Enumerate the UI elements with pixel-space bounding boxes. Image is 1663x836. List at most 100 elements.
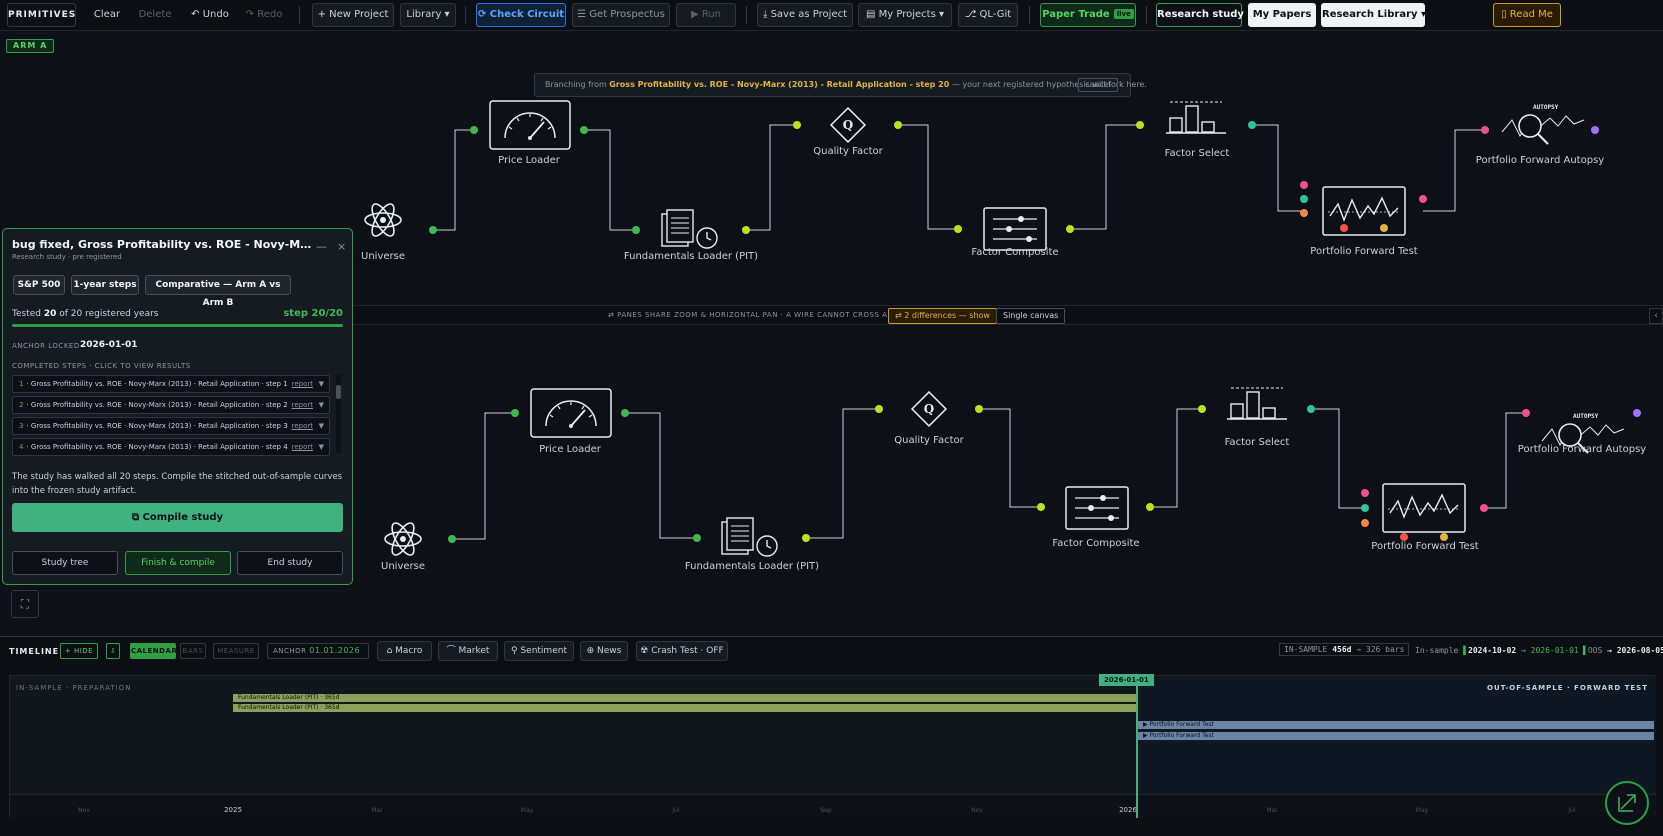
circuit-wires <box>433 124 1526 540</box>
factor-select-icon[interactable] <box>1166 100 1226 136</box>
caret-down-icon[interactable]: ▼ <box>318 443 324 451</box>
report-link[interactable]: report <box>291 380 313 388</box>
out-of-sample-bar[interactable]: ▶ Portfolio Forward Test <box>1138 732 1654 740</box>
my-projects-dropdown[interactable]: ▤ My Projects ▾ <box>858 3 952 27</box>
pane-divider: ⇄ PANES SHARE ZOOM & HORIZONTAL PAN · A … <box>340 305 1663 325</box>
fit-view-icon[interactable] <box>1605 781 1649 825</box>
axis-month: May <box>520 807 534 814</box>
portfolio-forward-test-icon[interactable] <box>1322 186 1406 236</box>
price-loader-icon[interactable] <box>530 388 612 438</box>
clear-button[interactable]: Clear <box>93 9 121 20</box>
axis-month: Sep <box>820 807 832 814</box>
end-study-button[interactable]: End study <box>237 551 343 575</box>
completed-step-row[interactable]: 1· Gross Profitability vs. ROE · Novy-Ma… <box>12 375 330 393</box>
in-sample-bar[interactable]: Fundamentals Loader (PIT) · 365d <box>233 694 1136 702</box>
price-loader-icon[interactable] <box>489 100 571 150</box>
hide-timeline-button[interactable]: + HIDE <box>60 643 98 659</box>
axis-year-2026: 2026 <box>1119 806 1137 814</box>
chevron-left-icon[interactable]: ‹ <box>1649 308 1663 324</box>
ql-git-button[interactable]: ⎇ QL-Git <box>958 3 1018 27</box>
sentiment-button[interactable]: ⚲ Sentiment <box>504 641 574 661</box>
portfolio-forward-test-label: Portfolio Forward Test <box>1371 541 1479 552</box>
study-subtitle: Research study · pre registered <box>12 253 122 261</box>
caret-down-icon[interactable]: ▼ <box>318 401 324 409</box>
delete-button[interactable]: Delete <box>138 9 172 20</box>
pin-icon[interactable]: ⇩ <box>106 643 120 659</box>
factor-select-label: Factor Select <box>1164 148 1230 159</box>
price-loader-label: Price Loader <box>539 444 601 455</box>
measure-mode-tab[interactable]: MEASURE <box>213 643 259 659</box>
fundamentals-loader-icon[interactable] <box>720 516 780 560</box>
my-papers-button[interactable]: My Papers <box>1248 3 1316 27</box>
news-button[interactable]: ⊕ News <box>580 641 628 661</box>
get-prospectus-button[interactable]: ☰ Get Prospectus <box>572 3 670 27</box>
anchor-line[interactable] <box>1136 676 1138 818</box>
universe-label: Universe <box>381 561 425 572</box>
new-project-button[interactable]: + New Project <box>312 3 394 27</box>
research-study-button[interactable]: Research study <box>1156 3 1244 27</box>
primitives-button[interactable]: PRIMITIVES <box>7 3 76 27</box>
market-button[interactable]: ⌒ Market <box>438 641 498 661</box>
portfolio-forward-autopsy-icon[interactable] <box>1540 419 1630 459</box>
factor-select-icon[interactable] <box>1227 386 1287 422</box>
report-link[interactable]: report <box>291 443 313 451</box>
anchor-date-field[interactable]: ANCHOR 01.01.2026 <box>267 643 369 659</box>
caret-down-icon[interactable]: ▼ <box>318 422 324 430</box>
single-canvas-button[interactable]: Single canvas <box>996 308 1066 324</box>
quality-factor-icon[interactable]: Q <box>828 105 868 145</box>
in-sample-bar[interactable]: Fundamentals Loader (PIT) · 365d <box>233 704 1136 712</box>
expand-icon[interactable]: ⛶ <box>11 590 39 618</box>
close-icon[interactable]: × <box>337 240 347 253</box>
in-sample-range: In-sample ▌2024-10-02 → 2026-01-01 <box>1415 646 1579 655</box>
universe-icon[interactable] <box>363 200 403 240</box>
redo-button[interactable]: ↷ Redo <box>245 9 283 20</box>
fundamentals-loader-icon[interactable] <box>660 208 720 252</box>
quality-factor-label: Quality Factor <box>894 435 964 446</box>
research-library-dropdown[interactable]: Research Library ▾ <box>1321 3 1426 27</box>
minimize-icon[interactable]: — <box>316 240 327 253</box>
crash-test-toggle[interactable]: ☢ Crash Test · OFF <box>636 641 728 661</box>
factor-composite-icon[interactable] <box>1065 486 1129 530</box>
bars-mode-tab[interactable]: BARS <box>180 643 206 659</box>
study-tree-button[interactable]: Study tree <box>12 551 118 575</box>
completed-step-row[interactable]: 2· Gross Profitability vs. ROE · Novy-Ma… <box>12 396 330 414</box>
anchor-flag[interactable]: 2026-01-01 <box>1099 674 1154 686</box>
timeline-track[interactable]: IN-SAMPLE · PREPARATION OUT-OF-SAMPLE · … <box>9 675 1656 818</box>
finish-compile-button[interactable]: Finish & compile <box>125 551 231 575</box>
axis-month: Jul <box>672 807 680 814</box>
run-button[interactable]: ▶ Run <box>676 3 736 27</box>
universe-icon[interactable] <box>383 519 423 559</box>
factor-composite-icon[interactable] <box>983 207 1047 251</box>
report-link[interactable]: report <box>291 422 313 430</box>
portfolio-forward-autopsy-icon[interactable] <box>1500 110 1590 150</box>
completed-steps-label: COMPLETED STEPS · CLICK TO VIEW RESULTS <box>12 362 191 370</box>
steps-scrollbar[interactable] <box>336 375 341 453</box>
arm-a-tag: ARM A <box>6 39 55 53</box>
axis-month: Mar <box>371 807 383 814</box>
axis-month: Nov <box>78 807 90 814</box>
quality-glyph: Q <box>843 118 853 132</box>
portfolio-forward-autopsy-label: Portfolio Forward Autopsy <box>1517 444 1647 455</box>
completed-step-row[interactable]: 4· Gross Profitability vs. ROE · Novy-Ma… <box>12 438 330 456</box>
cancel-branch-button[interactable]: cancel <box>1078 78 1118 92</box>
caret-down-icon[interactable]: ▼ <box>318 380 324 388</box>
step-counter: step 20/20 <box>283 308 343 319</box>
quality-factor-icon[interactable]: Q <box>909 389 949 429</box>
axis-month: Mar <box>1266 807 1278 814</box>
read-me-button[interactable]: ▯ Read Me <box>1493 3 1561 27</box>
calendar-mode-tab[interactable]: CALENDAR <box>130 643 177 659</box>
portfolio-forward-test-icon[interactable] <box>1382 483 1466 533</box>
axis-month: May <box>1415 807 1429 814</box>
factor-select-label: Factor Select <box>1224 437 1290 448</box>
save-as-project-button[interactable]: ⤓ Save as Project <box>757 3 853 27</box>
show-differences-button[interactable]: ⇄ 2 differences — show <box>888 308 997 324</box>
library-dropdown[interactable]: Library ▾ <box>400 3 456 27</box>
compile-study-button[interactable]: ⧉ Compile study <box>12 503 343 532</box>
check-circuit-button[interactable]: ⟳ Check Circuit <box>476 3 566 27</box>
undo-button[interactable]: ↶ Undo <box>191 9 229 20</box>
report-link[interactable]: report <box>291 401 313 409</box>
completed-step-row[interactable]: 3· Gross Profitability vs. ROE · Novy-Ma… <box>12 417 330 435</box>
out-of-sample-bar[interactable]: ▶ Portfolio Forward Test <box>1138 721 1654 729</box>
macro-button[interactable]: ⌂ Macro <box>377 641 432 661</box>
